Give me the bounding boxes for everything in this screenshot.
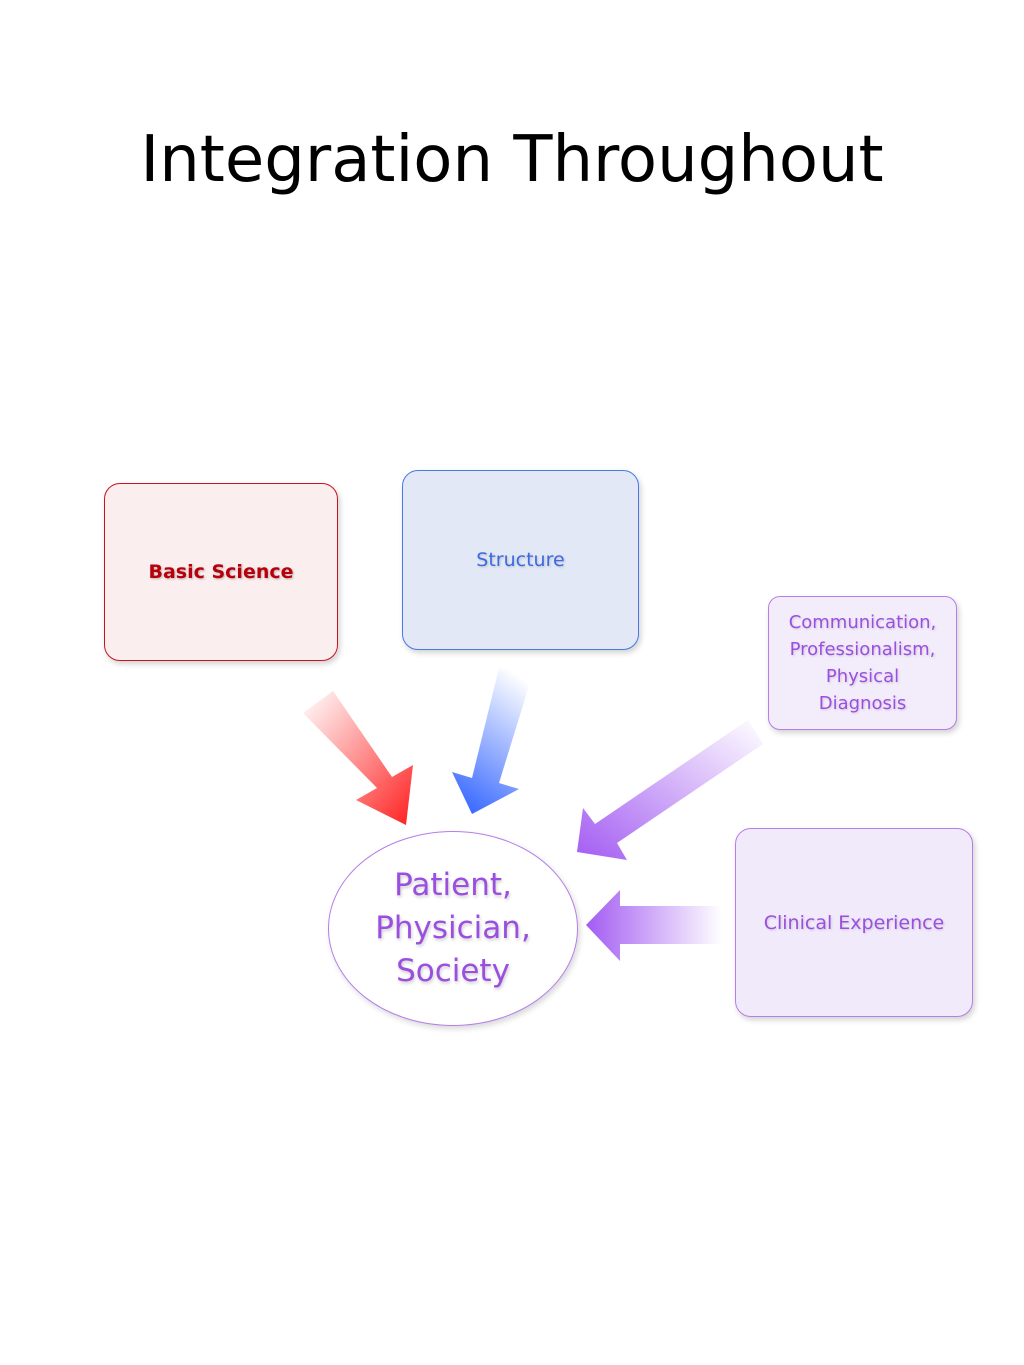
slide-title: Integration Throughout [140, 123, 884, 197]
basic-science-box: Basic Science [104, 483, 338, 661]
structure-box: Structure [402, 470, 639, 650]
arrow-clinical-icon [586, 890, 722, 961]
center-label-line: Patient, [394, 867, 512, 903]
structure-label: Structure [476, 549, 565, 571]
center-label-line: Physician, [375, 910, 531, 946]
center-label-line: Society [396, 953, 510, 989]
clinical-experience-label: Clinical Experience [763, 911, 945, 934]
center-ellipse: Patient, Physician, Society [328, 831, 578, 1026]
arrow-basic-science-icon [303, 691, 413, 825]
communication-box: Communication, Professionalism, Physical… [768, 596, 957, 730]
communication-label-line: Diagnosis [818, 693, 907, 714]
communication-label-line: Communication, [788, 612, 937, 633]
communication-label-line: Professionalism, [789, 639, 936, 660]
communication-label-line: Physical [825, 666, 900, 687]
clinical-experience-box: Clinical Experience [735, 828, 973, 1017]
basic-science-label: Basic Science [148, 561, 294, 583]
arrow-structure-icon [452, 668, 532, 814]
